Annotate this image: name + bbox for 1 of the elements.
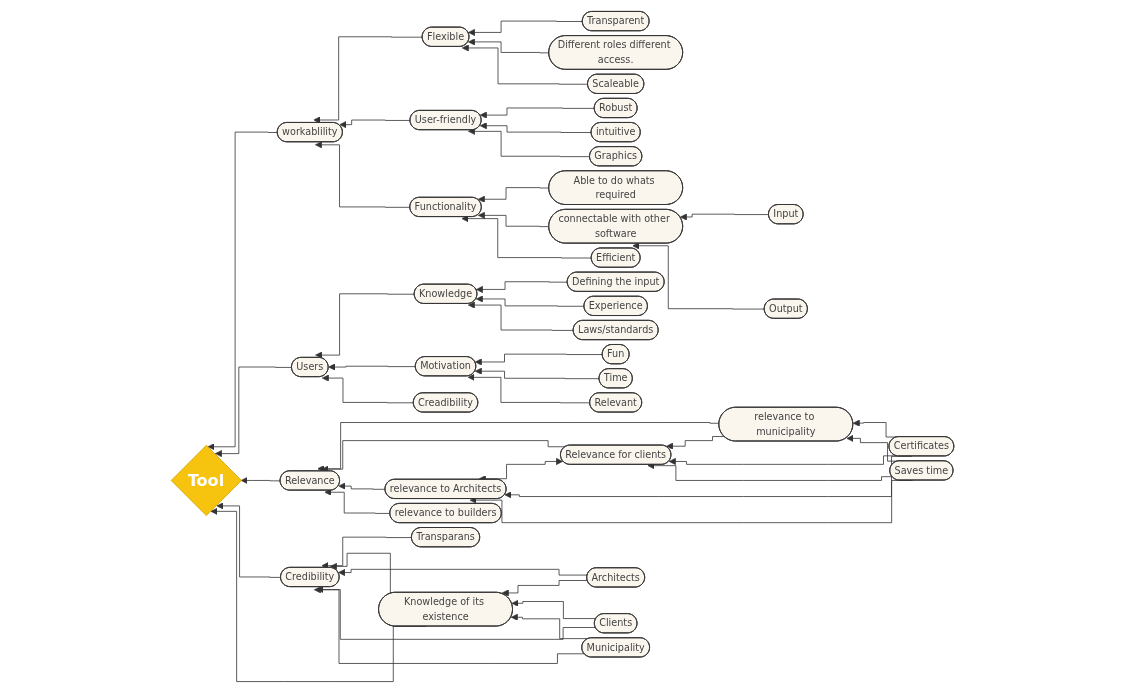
node-diamond: Tool bbox=[170, 444, 242, 516]
